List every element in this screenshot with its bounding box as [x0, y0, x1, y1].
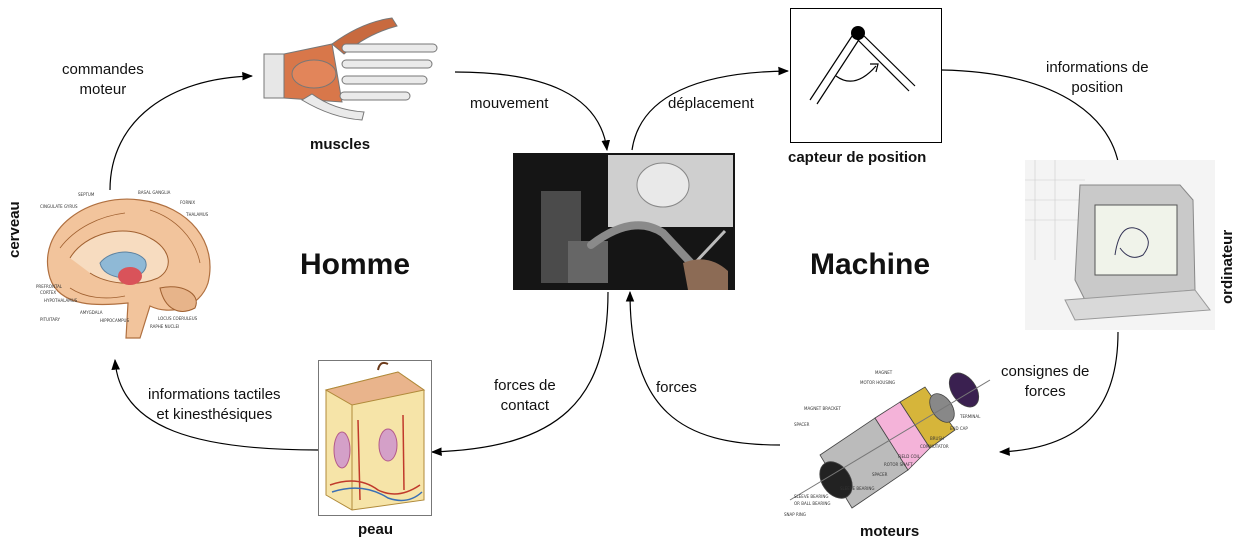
brain-label: cerveau — [6, 201, 23, 258]
svg-text:MAGNET: MAGNET — [875, 370, 893, 375]
svg-text:HYPOTHALAMUS: HYPOTHALAMUS — [44, 298, 78, 303]
human-label: Homme — [300, 248, 411, 281]
haptic-device-photo — [513, 153, 735, 290]
arrow-device-to-skin — [430, 291, 609, 457]
position-sensor-label: capteur de position — [788, 149, 927, 166]
svg-text:CORTEX: CORTEX — [40, 290, 56, 295]
svg-text:SEPTUM: SEPTUM — [78, 192, 95, 197]
arrow-brain-to-muscles — [109, 71, 254, 191]
svg-text:LOCUS COERULEUS: LOCUS COERULEUS — [158, 316, 198, 321]
svg-text:BRUSH: BRUSH — [930, 436, 944, 441]
svg-text:THALAMUS: THALAMUS — [185, 212, 209, 217]
brain-anatomy-illustration: SEPTUM BASAL GANGLIA CINGULATE GYRUS FORNI… — [36, 190, 211, 339]
svg-text:SLEEVE BEARING: SLEEVE BEARING — [840, 486, 874, 491]
svg-text:PITUITARY: PITUITARY — [40, 317, 61, 322]
hand-muscles-illustration — [263, 17, 438, 121]
arrow-sensor-to-computer — [941, 69, 1125, 182]
motors-label: moteurs — [860, 523, 920, 540]
svg-text:OR BALL BEARING: OR BALL BEARING — [794, 501, 830, 506]
svg-text:TERMINAL: TERMINAL — [959, 414, 981, 419]
svg-text:CINGULATE GYRUS: CINGULATE GYRUS — [40, 204, 78, 209]
arrow-skin-to-brain — [111, 358, 319, 451]
svg-text:MAGNET BRACKET: MAGNET BRACKET — [804, 406, 841, 411]
exploded-motor-illustration: MOTOR HOUSING MAGNET MAGNET BRACKET SPACER… — [784, 370, 991, 517]
svg-text:MOTOR HOUSING: MOTOR HOUSING — [860, 380, 895, 385]
svg-text:AMYGDALA: AMYGDALA — [80, 310, 103, 315]
svg-text:ROTOR SHAFT: ROTOR SHAFT — [884, 462, 913, 467]
machine-label: Machine — [810, 248, 931, 281]
muscles-label: muscles — [310, 136, 371, 153]
computer-label: ordinateur — [1219, 229, 1236, 304]
movement-label: mouvement — [470, 95, 549, 112]
position-sensor-schematic — [790, 8, 942, 143]
svg-text:HIPPOCAMPUS: HIPPOCAMPUS — [100, 318, 129, 323]
svg-text:FIELD COIL: FIELD COIL — [898, 454, 921, 459]
svg-text:FORNIX: FORNIX — [180, 200, 195, 205]
svg-text:RAPHE NUCLEI: RAPHE NUCLEI — [150, 324, 179, 329]
arrow-motors-to-device — [625, 290, 781, 446]
arrow-device-to-sensor — [631, 66, 790, 151]
svg-text:SLEEVE BEARING: SLEEVE BEARING — [794, 494, 828, 499]
svg-text:SPACER: SPACER — [872, 472, 888, 477]
computer-monitor-photo — [1025, 160, 1215, 330]
svg-text:SPACER: SPACER — [794, 422, 810, 427]
svg-text:SNAP RING: SNAP RING — [784, 512, 806, 517]
svg-text:BASAL GANGLIA: BASAL GANGLIA — [138, 190, 171, 195]
svg-text:COMMUTATOR: COMMUTATOR — [920, 444, 949, 449]
forces-label: forces — [656, 379, 697, 396]
svg-text:PREFRONTAL: PREFRONTAL — [36, 284, 63, 289]
displacement-label: déplacement — [668, 95, 754, 112]
arrow-computer-to-motors — [998, 331, 1119, 456]
arrow-muscles-to-device — [454, 71, 611, 152]
skin-cross-section-illustration — [318, 360, 432, 516]
skin-label: peau — [358, 521, 394, 538]
svg-text:END CAP: END CAP — [950, 426, 968, 431]
